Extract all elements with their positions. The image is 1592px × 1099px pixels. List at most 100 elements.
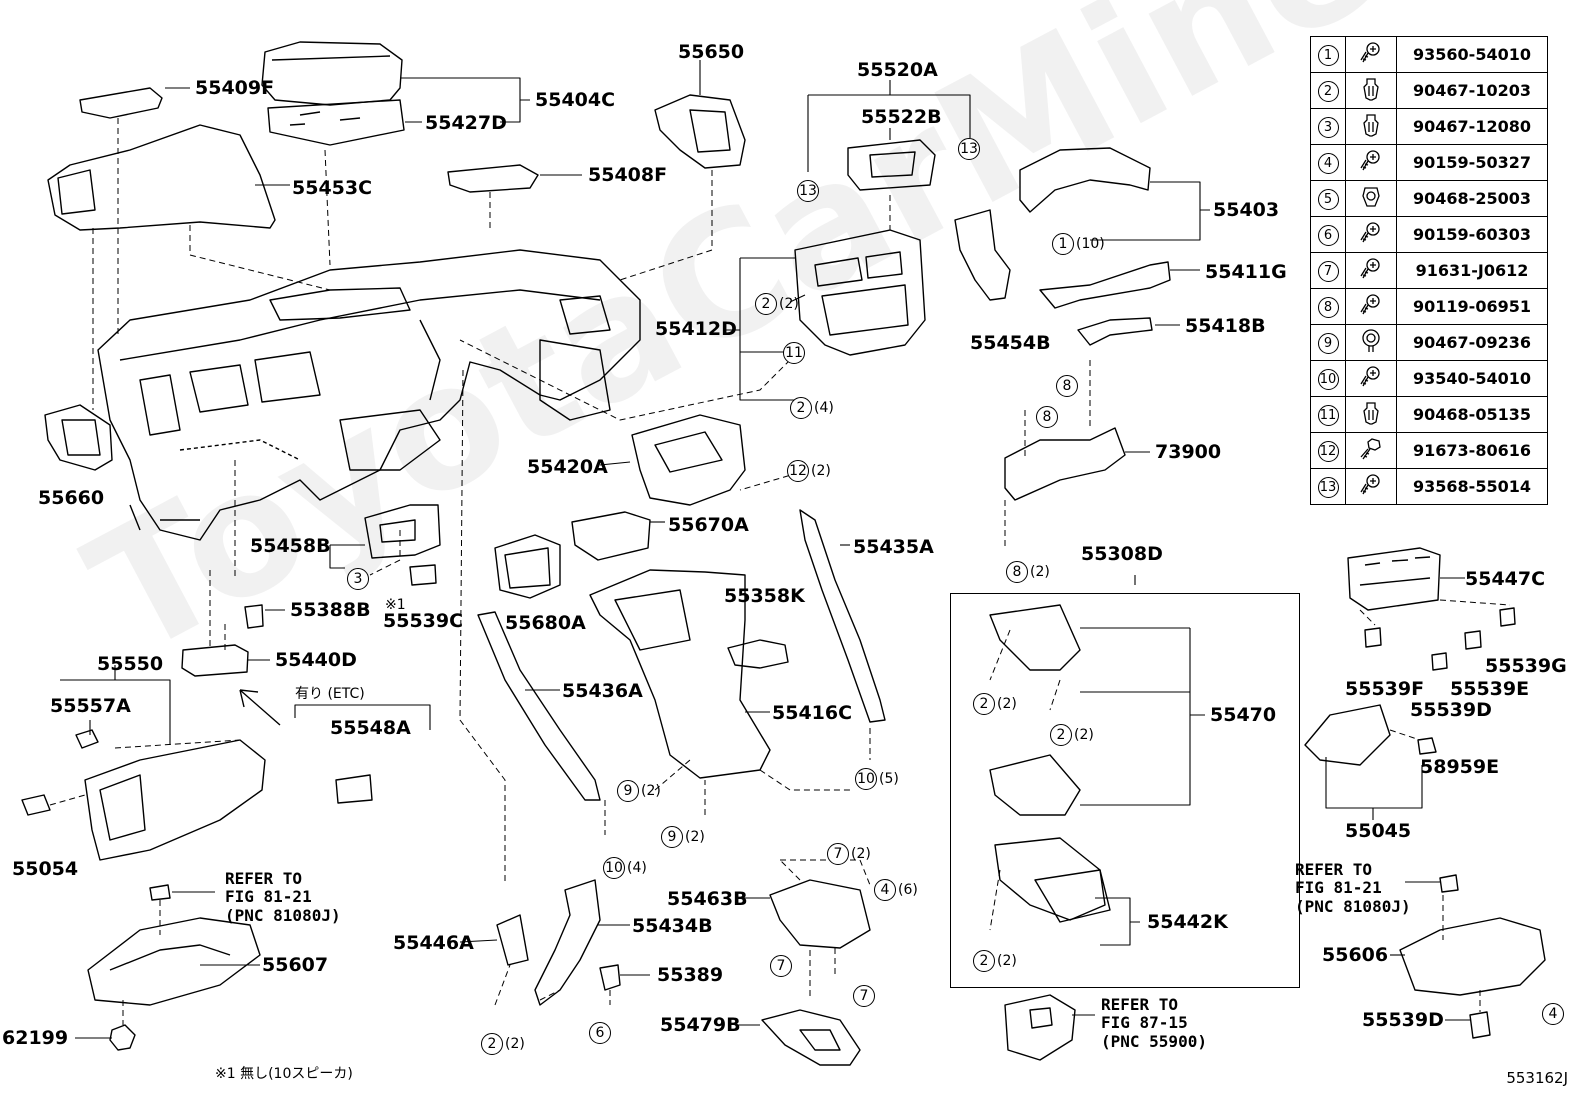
part-label: 55458B (250, 535, 331, 557)
fastener-number-cell: 13 (1310, 468, 1346, 505)
part-label: 55548A (330, 717, 411, 739)
fastener-number-cell: 11 (1310, 396, 1346, 433)
callout: 8(2) (1006, 561, 1050, 583)
mark-note: ※1 (385, 597, 406, 613)
fastener-part-number: 93560-54010 (1396, 36, 1548, 73)
callout: 7 (853, 985, 877, 1007)
part-label: 55539D (1362, 1009, 1444, 1031)
callout-number: 7 (853, 985, 875, 1007)
part-label: 55389 (657, 964, 724, 986)
fastener-part-number: 90468-25003 (1396, 180, 1548, 217)
part-label: 55660 (38, 487, 105, 509)
callout: 13 (958, 138, 982, 160)
part-label: 55404C (535, 89, 616, 111)
fastener-number-cell: 9 (1310, 324, 1346, 361)
fastener-number: 12 (1317, 440, 1339, 462)
callout-number: 4 (1542, 1003, 1564, 1025)
callout-number: 8 (1036, 406, 1058, 428)
callout-qty: (6) (898, 882, 918, 898)
callout: 2(2) (1050, 724, 1094, 746)
fastener-part-number: 90467-10203 (1396, 72, 1548, 109)
instrument-panel-body (97, 249, 641, 541)
fastener-part-number: 93568-55014 (1396, 468, 1548, 505)
fastener-row: 1 93560-54010 (1310, 36, 1548, 73)
callout-qty: (2) (685, 829, 705, 845)
part-label: 55550 (97, 653, 164, 675)
fastener-number: 13 (1317, 476, 1339, 498)
part-label: 58959E (1420, 756, 1500, 778)
part-label: 55409F (195, 77, 275, 99)
fastener-part-number: 90467-09236 (1396, 324, 1548, 361)
fastener-row: 9 90467-09236 (1310, 324, 1548, 361)
part-label: 55054 (12, 858, 79, 880)
fastener-row: 2 90467-10203 (1310, 72, 1548, 109)
callout: 8 (1056, 375, 1080, 397)
callout: 12(2) (787, 460, 831, 482)
refer-note-center: REFER TO FIG 87-15 (PNC 55900) (1101, 995, 1207, 1051)
fastener-number: 5 (1317, 188, 1339, 210)
callout-number: 3 (347, 568, 369, 590)
clamp-icon (1345, 180, 1397, 217)
part-label: 55557A (50, 695, 131, 717)
footnote: ※1 無し(10スピーカ) (215, 1066, 353, 1082)
callout: 7 (770, 955, 794, 977)
callout-qty: (5) (879, 771, 899, 787)
part-label: 55680A (505, 612, 586, 634)
fastener-number-cell: 1 (1310, 36, 1346, 73)
callout-number: 2 (790, 397, 812, 419)
fastener-number: 10 (1317, 368, 1339, 390)
fastener-number: 2 (1317, 80, 1339, 102)
part-label: 55408F (588, 164, 668, 186)
fastener-row: 10 93540-54010 (1310, 360, 1548, 397)
fastener-part-number: 91673-80616 (1396, 432, 1548, 469)
fastener-number: 8 (1317, 296, 1339, 318)
callout: 2(2) (481, 1033, 525, 1055)
fastener-number: 11 (1317, 404, 1339, 426)
fastener-part-number: 90159-60303 (1396, 216, 1548, 253)
callout-qty: (10) (1076, 236, 1105, 252)
part-label: 55420A (527, 456, 608, 478)
fastener-number: 3 (1317, 116, 1339, 138)
callout-number: 1 (1052, 233, 1074, 255)
part-label: 55045 (1345, 820, 1412, 842)
part-label: 55440D (275, 649, 357, 671)
refer-note-left: REFER TO FIG 81-21 (PNC 81080J) (225, 869, 341, 925)
callout: 2(4) (790, 397, 834, 419)
fastener-number-cell: 10 (1310, 360, 1346, 397)
callout-number: 2 (973, 693, 995, 715)
callout-number: 12 (787, 460, 809, 482)
fastener-part-number: 91631-J0612 (1396, 252, 1548, 289)
part-label: 55522B (861, 106, 942, 128)
callout-number: 4 (874, 879, 896, 901)
screw-icon (1345, 216, 1397, 253)
upper-panel-cover (47, 124, 276, 231)
etc-note: 有り (ETC) (295, 686, 365, 702)
center-vent-right (654, 94, 746, 169)
callout: 10(5) (855, 768, 899, 790)
fastener-number-cell: 3 (1310, 108, 1346, 145)
fastener-number-cell: 8 (1310, 288, 1346, 325)
part-label: 73900 (1155, 441, 1222, 463)
clip-icon (1345, 396, 1397, 433)
fastener-number-cell: 5 (1310, 180, 1346, 217)
callout-qty: (4) (814, 400, 834, 416)
fastener-number-cell: 7 (1310, 252, 1346, 289)
fastener-part-number: 90467-12080 (1396, 108, 1548, 145)
callout: 11 (783, 342, 807, 364)
fastener-number: 6 (1317, 224, 1339, 246)
part-label: 55358K (724, 585, 805, 607)
callout-number: 10 (855, 768, 877, 790)
fastener-row: 13 93568-55014 (1310, 468, 1548, 505)
callout-number: 8 (1006, 561, 1028, 583)
callout: 6 (589, 1022, 613, 1044)
callout-number: 10 (603, 857, 625, 879)
part-label: 55388B (290, 599, 371, 621)
fastener-part-number: 93540-54010 (1396, 360, 1548, 397)
part-label: 55434B (632, 915, 713, 937)
fastener-part-number: 90159-50327 (1396, 144, 1548, 181)
callout: 2(2) (973, 693, 1017, 715)
part-label: 55479B (660, 1014, 741, 1036)
